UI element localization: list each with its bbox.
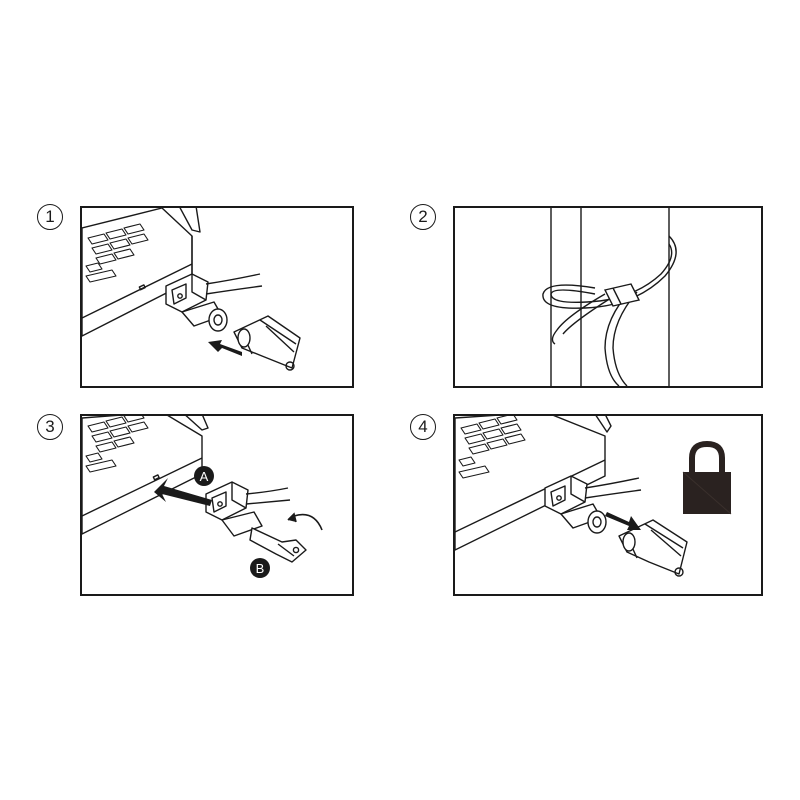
step-number-1-label: 1	[45, 207, 55, 226]
laptop-lock-insert-icon	[82, 208, 301, 371]
step-number-2: 2	[410, 204, 436, 230]
step-panel-3: A B	[80, 414, 354, 596]
cable-loop-icon	[542, 208, 677, 386]
step-number-4: 4	[410, 414, 436, 440]
rotate-arrow-icon	[287, 512, 323, 531]
step-number-1: 1	[37, 204, 63, 230]
step-panel-2	[453, 206, 763, 388]
step-number-2-label: 2	[418, 207, 428, 226]
step-panel-4	[453, 414, 763, 596]
remove-arrow-icon	[605, 512, 641, 530]
label-b-badge	[250, 558, 270, 578]
push-arrow-icon	[154, 478, 212, 506]
label-a-badge	[194, 466, 214, 486]
step-number-4-label: 4	[418, 417, 428, 436]
step-panel-1	[80, 206, 354, 388]
lock-rotate-key-icon: A B	[82, 416, 323, 578]
step-number-3: 3	[37, 414, 63, 440]
step-number-3-label: 3	[45, 417, 55, 436]
padlock-icon	[682, 440, 732, 515]
label-b-text: B	[256, 561, 265, 576]
locked-remove-key-icon	[455, 416, 732, 577]
label-a-text: A	[200, 469, 209, 484]
